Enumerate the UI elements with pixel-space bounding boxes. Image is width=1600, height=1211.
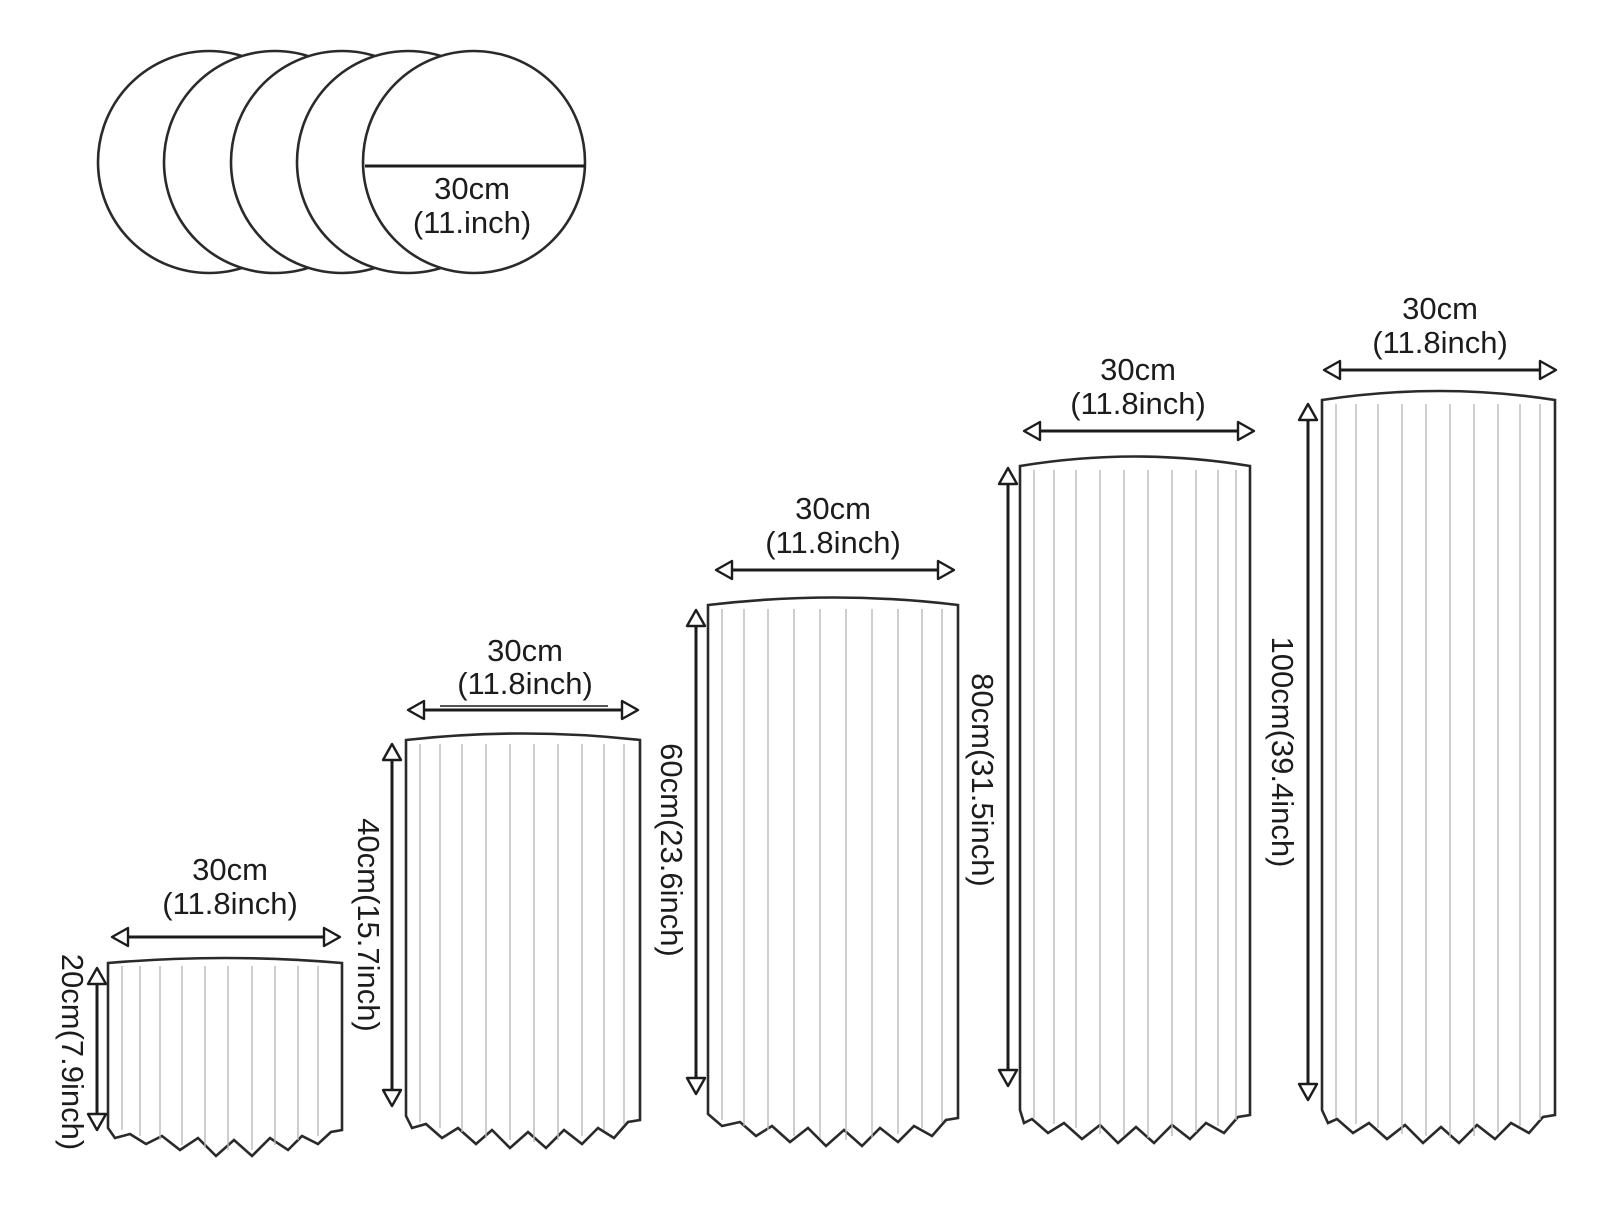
- column-pleats: [1335, 404, 1541, 1138]
- column-width-cm: 30cm: [1402, 291, 1478, 326]
- width-arrow: [714, 559, 956, 581]
- column-width-cm: 30cm: [1100, 352, 1176, 387]
- column-height-label: 20cm(7.9inch): [55, 954, 90, 1150]
- column-40cm: 30cm (11.8inch) 40cm(15.7inch): [351, 633, 642, 1150]
- column-height-label: 60cm(23.6inch): [654, 743, 689, 957]
- height-arrow: [86, 966, 108, 1132]
- height-arrow: [1297, 402, 1319, 1102]
- column-pleats: [721, 609, 943, 1140]
- width-arrow: [1022, 420, 1256, 442]
- column-100cm: 30cm (11.8inch) 100cm(39.4inch): [1265, 291, 1558, 1145]
- disc-diameter-cm: 30cm: [434, 171, 510, 206]
- column-width-cm: 30cm: [487, 633, 563, 668]
- column-width-in: (11.8inch): [765, 525, 901, 560]
- column-width-cm: 30cm: [192, 852, 268, 887]
- disc-5: [361, 49, 587, 275]
- column-width-in: (11.8inch): [1372, 325, 1508, 360]
- column-height-label: 80cm(31.5inch): [965, 673, 1000, 887]
- column-80cm: 30cm (11.8inch) 80cm(31.5inch): [965, 352, 1256, 1145]
- disc-stack: 30cm (11.inch): [96, 49, 587, 275]
- column-body: [404, 732, 642, 1150]
- width-arrow: [1322, 359, 1558, 381]
- column-height-label: 100cm(39.4inch): [1265, 637, 1300, 868]
- column-pleats: [1033, 470, 1237, 1138]
- column-width-in: (11.8inch): [1070, 386, 1206, 421]
- column-body: [1018, 455, 1252, 1145]
- disc-diameter-in: (11.inch): [413, 205, 531, 240]
- column-body: [106, 956, 344, 1158]
- column-pleats: [419, 744, 625, 1142]
- height-arrow: [685, 608, 707, 1096]
- column-body: [1320, 389, 1557, 1145]
- width-arrow: [406, 699, 640, 721]
- column-width-cm: 30cm: [795, 491, 871, 526]
- height-arrow: [381, 742, 403, 1108]
- width-arrow: [110, 926, 342, 948]
- column-body: [706, 596, 960, 1148]
- column-width-in: (11.8inch): [457, 666, 593, 701]
- column-height-label: 40cm(15.7inch): [351, 818, 386, 1032]
- height-arrow: [997, 466, 1019, 1088]
- column-pleats: [121, 966, 319, 1150]
- column-60cm: 30cm (11.8inch) 60cm(23.6inch): [654, 491, 960, 1148]
- column-20cm: 30cm (11.8inch) 20cm(7.9inch): [55, 852, 344, 1158]
- column-width-in: (11.8inch): [162, 886, 298, 921]
